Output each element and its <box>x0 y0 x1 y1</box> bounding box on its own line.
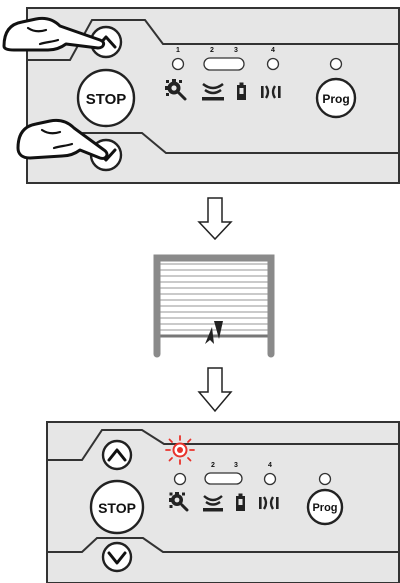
prog-label: Prog <box>312 502 337 514</box>
led-2-3 <box>204 58 244 70</box>
down-arrow-icon <box>199 198 231 239</box>
down-arrow-icon <box>199 368 231 411</box>
led-4 <box>265 474 276 485</box>
prog-led <box>320 474 331 485</box>
stop-button[interactable]: STOP <box>78 70 134 126</box>
led-number-3: 3 <box>234 47 238 54</box>
led-2-3 <box>205 473 242 484</box>
led-number-4: 4 <box>268 462 272 469</box>
led-number-1: 1 <box>176 47 180 54</box>
led-number-2: 2 <box>211 462 215 469</box>
down-button[interactable] <box>103 543 131 571</box>
up-button[interactable] <box>103 441 131 469</box>
stop-label: STOP <box>86 91 127 108</box>
battery-icon <box>236 494 245 512</box>
stop-label: STOP <box>98 500 136 516</box>
led-4 <box>268 59 279 70</box>
control-panel-bottom: STOP 1 2 3 4 <box>47 422 399 583</box>
garage-door <box>157 258 271 354</box>
led-1 <box>175 474 186 485</box>
led-number-2: 2 <box>210 47 214 54</box>
led-1-flashing <box>166 436 194 464</box>
stop-button[interactable]: STOP <box>91 481 143 533</box>
prog-button[interactable]: Prog <box>308 490 342 524</box>
prog-led <box>331 59 342 70</box>
led-number-3: 3 <box>234 462 238 469</box>
battery-icon <box>237 83 246 101</box>
led-1 <box>173 59 184 70</box>
prog-label: Prog <box>322 92 349 106</box>
led-number-1: 1 <box>178 442 182 449</box>
led-number-4: 4 <box>271 47 275 54</box>
prog-button[interactable]: Prog <box>317 79 355 117</box>
control-panel-top: STOP 1 2 3 4 <box>4 8 399 183</box>
